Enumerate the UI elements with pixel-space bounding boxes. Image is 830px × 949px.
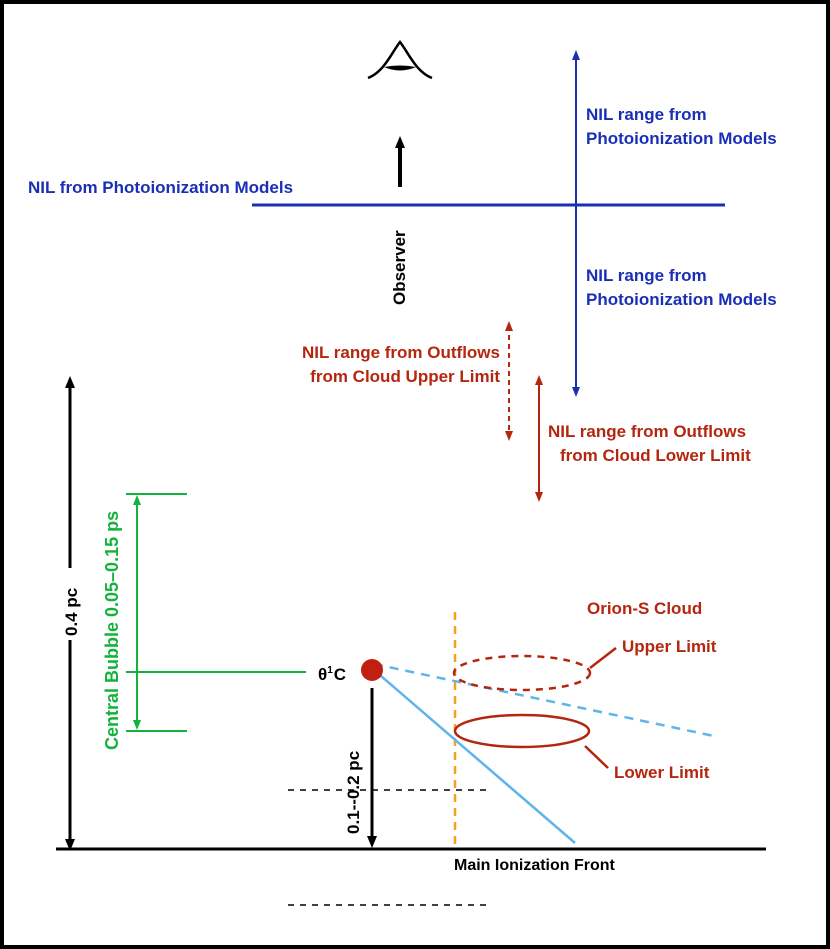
upper-limit-label: Upper Limit — [622, 637, 717, 656]
scale-label-gap — [58, 568, 82, 640]
nil-range-photo-lower-l1: NIL range from — [586, 266, 707, 285]
lower-limit-leader — [584, 745, 609, 769]
cloud-upper-limit-ellipse — [452, 654, 592, 692]
nil-range-photo-upper-l2: Photoionization Models — [586, 129, 777, 148]
nil-range-photo-upper-l1: NIL range from — [586, 105, 707, 124]
star-label: θ1C — [318, 665, 346, 684]
lightblue-solid-line — [373, 669, 576, 844]
central-bubble-label: Central Bubble 0.05–0.15 ps — [102, 511, 122, 750]
lightblue-dashed-line — [373, 662, 715, 738]
cloud-lower-limit-ellipse — [453, 713, 591, 749]
outflow-lower-l1: NIL range from Outflows — [548, 422, 746, 441]
scale-0-1-0-2-pc-label: 0.1--0.2 pc — [344, 751, 363, 834]
nil-range-photo-lower-l2: Photoionization Models — [586, 290, 777, 309]
star-theta: θ — [318, 665, 327, 684]
star-c: C — [334, 665, 346, 684]
nil-photoionization-label: NIL from Photoionization Models — [28, 178, 293, 197]
lower-limit-label: Lower Limit — [614, 763, 710, 782]
observer-label: Observer — [390, 230, 409, 305]
outflow-upper-l1: NIL range from Outflows — [302, 343, 500, 362]
cloud-title: Orion-S Cloud — [587, 599, 702, 618]
upper-limit-leader — [589, 647, 617, 669]
main-ionization-front-label: Main Ionization Front — [454, 857, 616, 874]
star-sup: 1 — [327, 665, 333, 676]
outflow-upper-l2: from Cloud Upper Limit — [310, 367, 500, 386]
outflow-lower-l2: from Cloud Lower Limit — [560, 446, 751, 465]
diagram-panel — [4, 4, 826, 945]
eye-icon — [367, 39, 433, 80]
scale-0-4-pc-label: 0.4 pc — [62, 588, 81, 636]
theta1c-star — [361, 659, 383, 681]
